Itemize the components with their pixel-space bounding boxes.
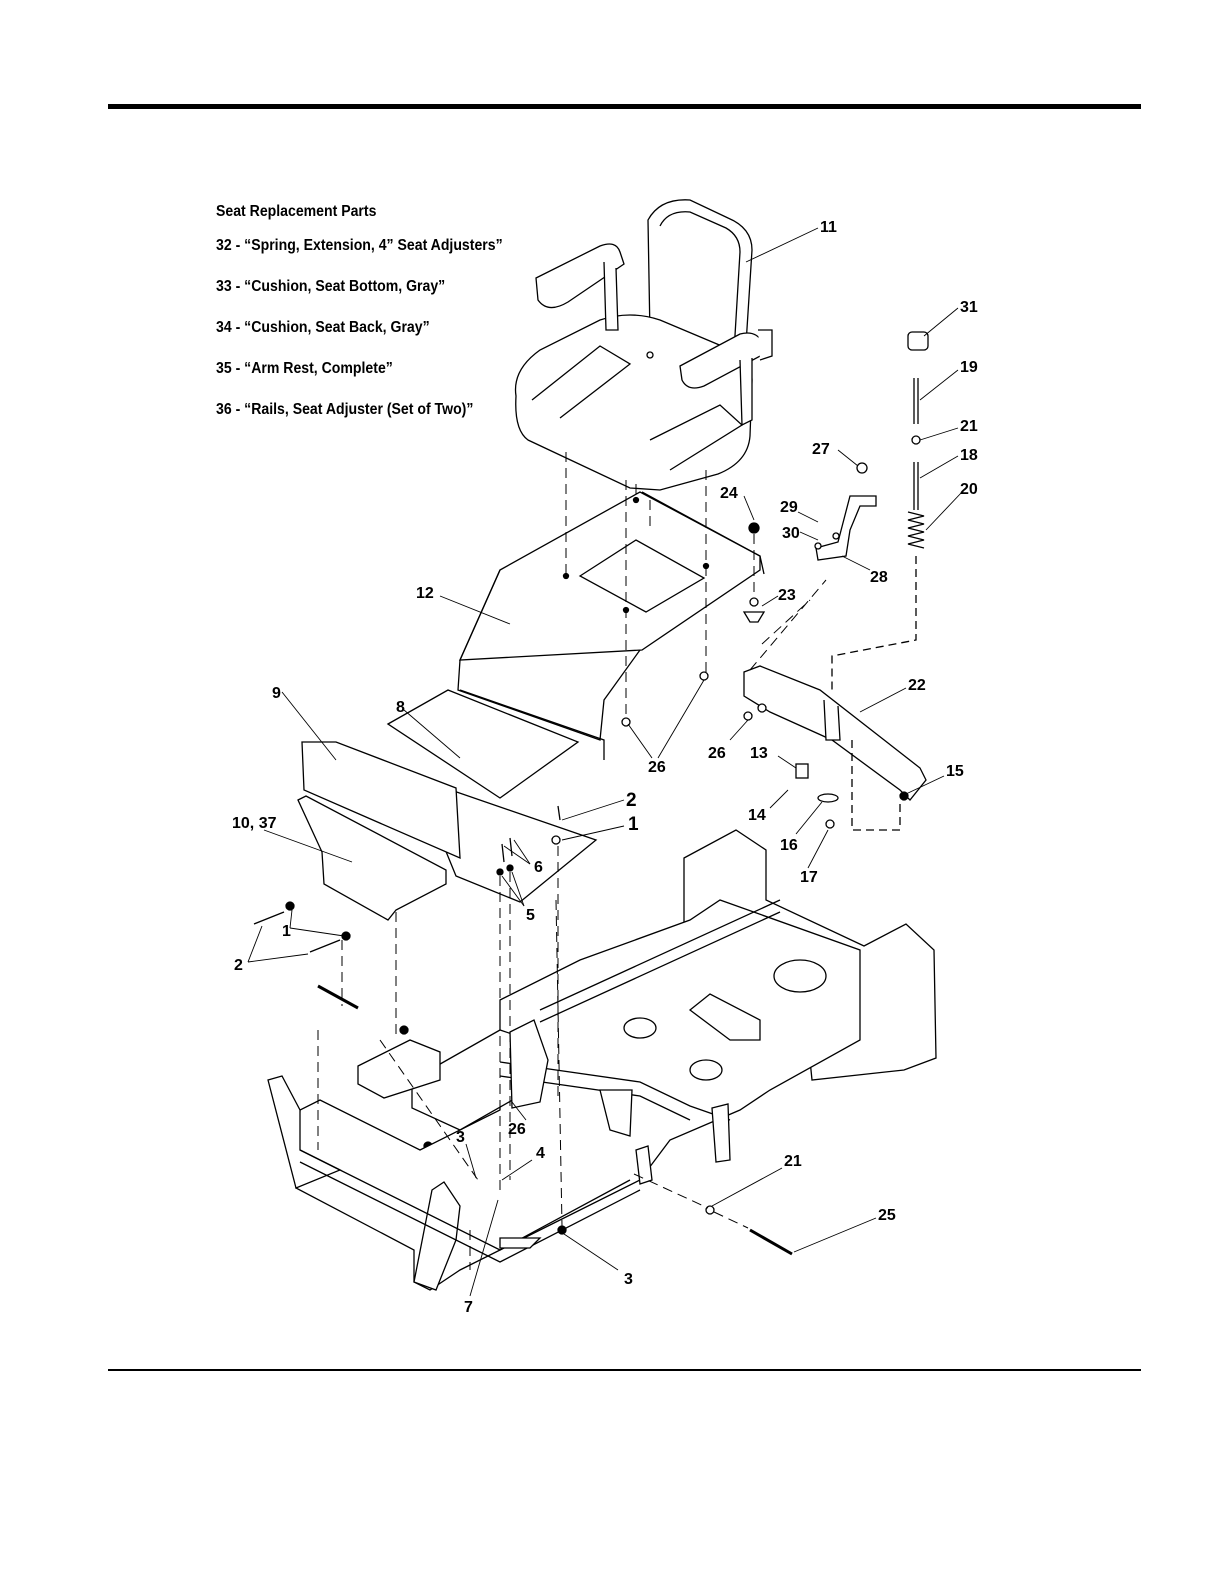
callout-20: 20 — [960, 481, 978, 498]
callout-3: 3 — [624, 1271, 633, 1288]
callout-11: 11 — [820, 219, 837, 236]
seat-bracket-22 — [743, 665, 927, 801]
legend-item: 32 - “Spring, Extension, 4” Seat Adjuste… — [216, 237, 503, 254]
side-panel-10 — [297, 795, 447, 921]
callout-4: 4 — [536, 1145, 545, 1162]
callout-18: 18 — [960, 447, 978, 464]
seat-pan — [457, 491, 765, 760]
callout-19: 19 — [960, 359, 978, 376]
legend-item: 34 - “Cushion, Seat Back, Gray” — [216, 319, 430, 336]
callout-22: 22 — [908, 677, 926, 694]
header-rule — [108, 104, 1141, 109]
assembly-lines — [317, 452, 827, 1270]
callout-7: 7 — [464, 1299, 473, 1316]
callout-1: 1 — [628, 814, 639, 835]
callout-12: 12 — [416, 585, 434, 602]
spring-rod — [831, 331, 929, 831]
callout-21: 21 — [784, 1153, 802, 1170]
callout-26: 26 — [708, 745, 726, 762]
callout-29: 29 — [780, 499, 798, 516]
callout-14: 14 — [748, 807, 766, 824]
callout-2: 2 — [626, 790, 637, 811]
callout-2: 2 — [234, 957, 243, 974]
callout-28: 28 — [870, 569, 888, 586]
legend-item: 36 - “Rails, Seat Adjuster (Set of Two)” — [216, 401, 474, 418]
callout-10-37: 10, 37 — [232, 815, 277, 832]
callout-labels: 11 31 19 21 18 20 27 24 29 30 28 23 12 2… — [232, 219, 978, 1316]
footer-rule — [108, 1369, 1141, 1371]
callout-9: 9 — [272, 685, 281, 702]
legend-title: Seat Replacement Parts — [216, 203, 377, 220]
callout-17: 17 — [800, 869, 818, 886]
callout-27: 27 — [812, 441, 830, 458]
callout-31: 31 — [960, 299, 978, 316]
callout-5: 5 — [526, 907, 535, 924]
callout-8: 8 — [396, 699, 405, 716]
mounting-plate — [386, 689, 598, 903]
callout-25: 25 — [878, 1207, 896, 1224]
callout-1: 1 — [282, 923, 291, 940]
callout-13: 13 — [750, 745, 768, 762]
callout-3: 3 — [456, 1129, 465, 1146]
callout-26: 26 — [648, 759, 666, 776]
callout-26: 26 — [508, 1121, 526, 1138]
callout-15: 15 — [946, 763, 964, 780]
legend-item: 33 - “Cushion, Seat Bottom, Gray” — [216, 278, 446, 295]
callout-24: 24 — [720, 485, 738, 502]
legend-list: 32 - “Spring, Extension, 4” Seat Adjuste… — [216, 235, 556, 440]
side-panel-9 — [301, 741, 461, 860]
leader-lines — [247, 227, 963, 1297]
callout-16: 16 — [780, 837, 798, 854]
callout-30: 30 — [782, 525, 800, 542]
seat-assembly — [514, 199, 773, 491]
legend-item: 35 - “Arm Rest, Complete” — [216, 360, 393, 377]
seat-replacement-legend: Seat Replacement Parts 32 - “Spring, Ext… — [216, 203, 556, 440]
bracket-28 — [815, 495, 877, 561]
callout-21: 21 — [960, 418, 978, 435]
callout-23: 23 — [778, 587, 796, 604]
callout-6: 6 — [534, 859, 543, 876]
